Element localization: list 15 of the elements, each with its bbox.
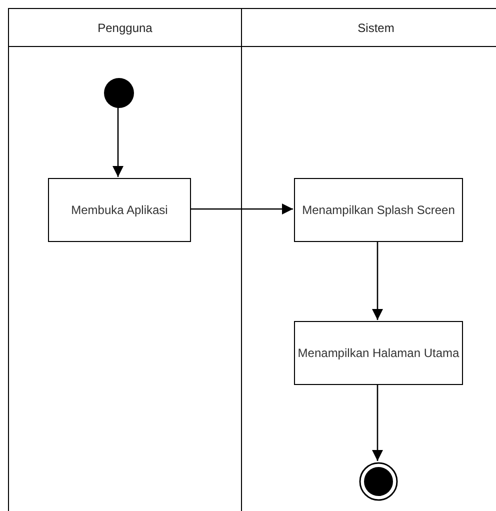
end-node [359, 462, 398, 501]
activity-label: Menampilkan Splash Screen [302, 202, 455, 218]
activity-box [48, 178, 191, 242]
activity-box [294, 321, 463, 385]
arrow [190, 204, 293, 214]
activity-label: Membuka Aplikasi [71, 202, 168, 218]
swimlane [8, 8, 242, 511]
activity-box [294, 178, 463, 242]
activity-label: Menampilkan Halaman Utama [298, 344, 460, 362]
lane-title: Pengguna [98, 20, 152, 34]
arrow [372, 384, 383, 461]
lane-title: Sistem [358, 20, 394, 34]
arrow [112, 107, 124, 177]
start-node [104, 78, 134, 108]
arrow [372, 241, 383, 320]
